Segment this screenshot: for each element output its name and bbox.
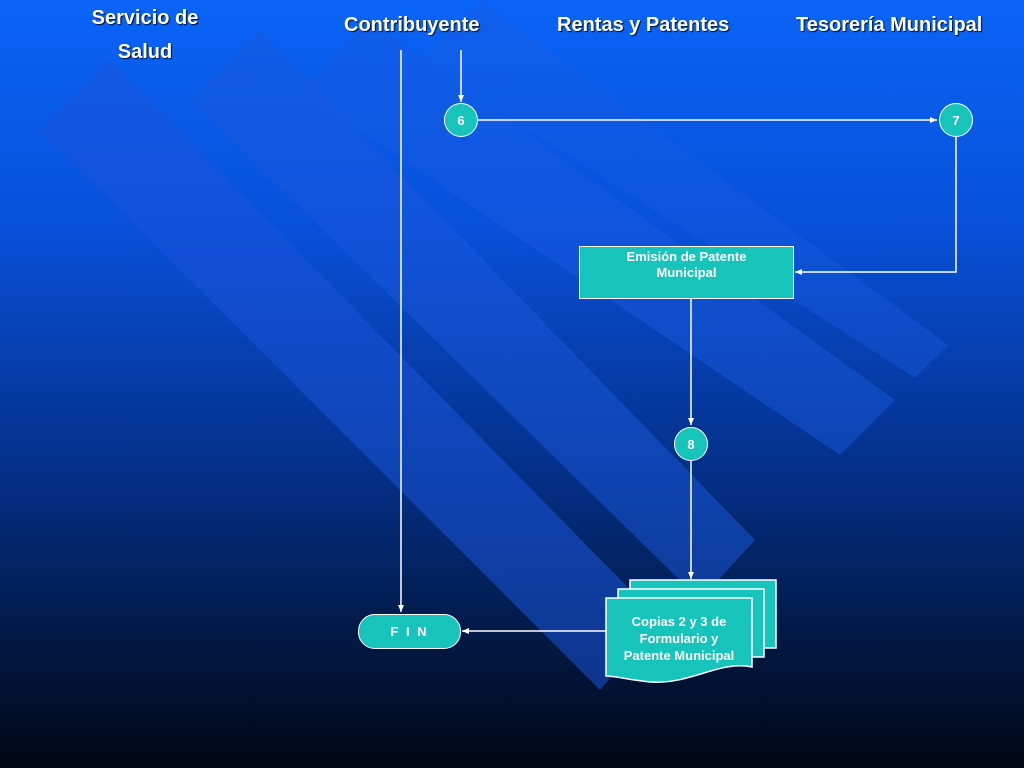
process-emision-line1: Emisión de Patente xyxy=(626,249,747,264)
document-line1: Copias 2 y 3 de xyxy=(631,614,727,629)
connector-7: 7 xyxy=(939,103,973,137)
process-emision-patente: Emisión de Patente Municipal xyxy=(579,246,794,299)
connector-8: 8 xyxy=(674,427,708,461)
document-copias: Copias 2 y 3 de Formulario y Patente Mun… xyxy=(606,613,752,664)
lane-header-servicio-salud-line1: Servicio de xyxy=(91,7,199,29)
document-line3: Patente Municipal xyxy=(623,648,735,663)
terminal-fin: F I N xyxy=(358,614,461,649)
document-line2: Formulario y xyxy=(639,631,719,646)
lane-header-rentas-patentes: Rentas y Patentes xyxy=(557,14,730,36)
lane-header-tesoreria: Tesorería Municipal xyxy=(796,14,983,36)
document-stack-shape xyxy=(605,579,777,683)
process-emision-line2: Municipal xyxy=(656,265,717,280)
arrow-7-to-emision xyxy=(795,137,957,275)
connector-6: 6 xyxy=(444,103,478,137)
lane-header-contribuyente: Contribuyente xyxy=(344,14,480,36)
lane-header-servicio-salud-line2: Salud xyxy=(117,41,173,63)
lane-header-servicio-salud: Servicio de Salud xyxy=(74,1,216,69)
